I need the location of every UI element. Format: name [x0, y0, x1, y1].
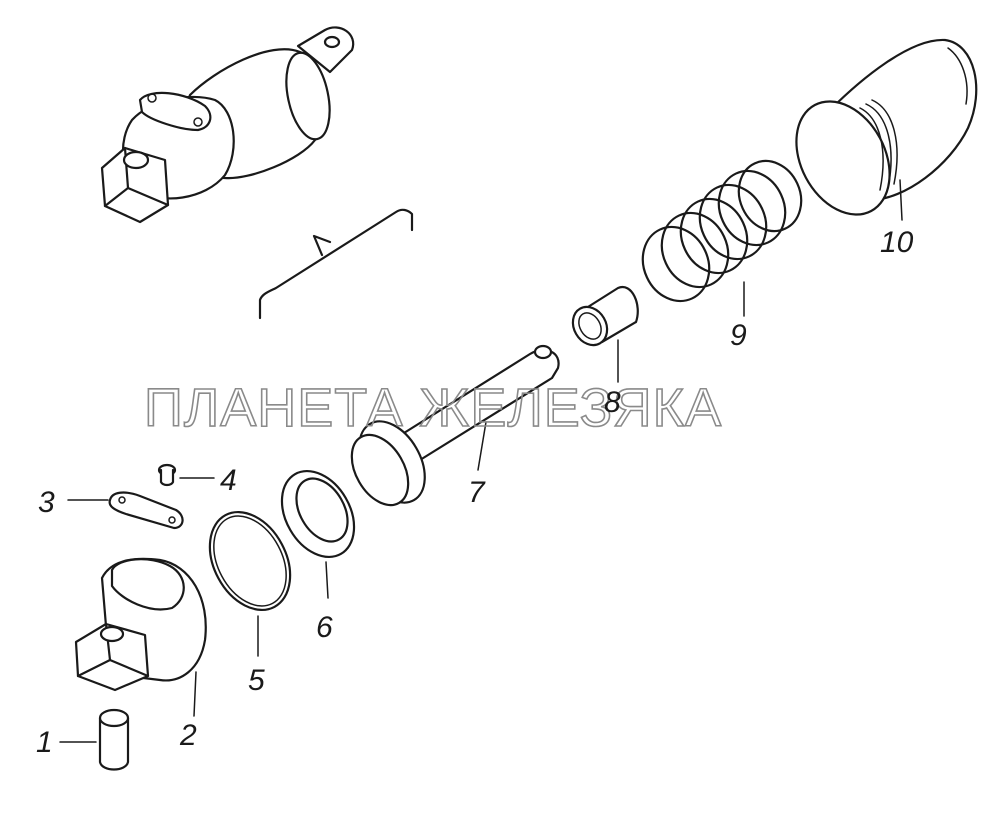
callout-8: 8	[604, 386, 621, 419]
part-10-end-cap	[795, 38, 978, 216]
part-5-o-ring	[208, 510, 292, 612]
part-9-spring	[641, 159, 803, 303]
part-2-housing	[74, 557, 207, 692]
part-6-seal-cup	[280, 469, 356, 559]
callout-2: 2	[179, 719, 197, 752]
part-1-pin	[98, 708, 130, 771]
part-8-bushing	[571, 285, 639, 347]
part-7-piston-rod	[350, 344, 560, 507]
part-4-rivet	[157, 463, 177, 487]
assembly-arrow	[258, 208, 414, 320]
callout-7: 7	[468, 476, 486, 509]
leader-7	[477, 421, 487, 471]
part-3-plate	[108, 491, 184, 530]
callout-4: 4	[220, 464, 237, 497]
leader-lines	[59, 179, 903, 743]
callout-5: 5	[248, 664, 265, 697]
callout-numbers: 1 2 3 4 5 6 7 8 9 10	[36, 226, 914, 759]
callout-10: 10	[880, 226, 914, 259]
callout-9: 9	[730, 319, 747, 352]
watermark-text: ПЛАНЕТА ЖЕЛЕЗЯКА	[144, 378, 722, 438]
callout-6: 6	[316, 611, 333, 644]
leader-10	[899, 179, 903, 221]
callout-1: 1	[36, 726, 53, 759]
leader-2	[193, 671, 197, 717]
leader-6	[325, 561, 329, 599]
assembled-unit	[100, 26, 355, 224]
callout-3: 3	[38, 486, 55, 519]
